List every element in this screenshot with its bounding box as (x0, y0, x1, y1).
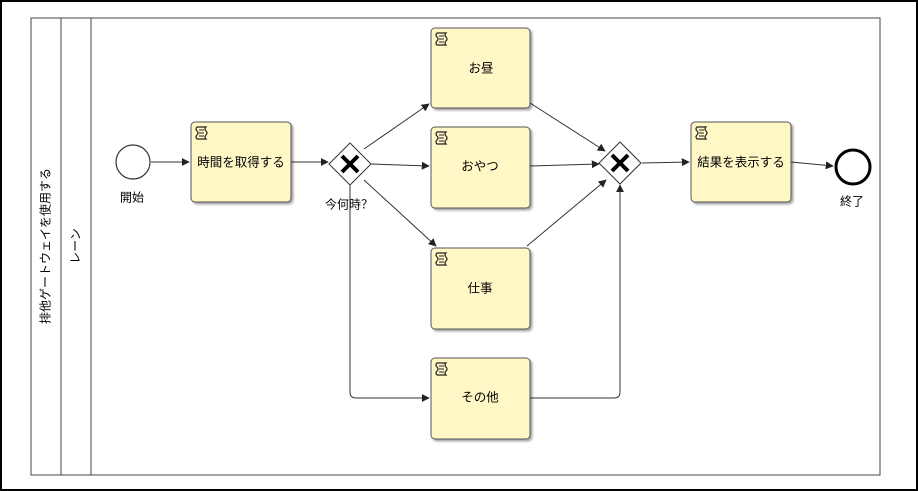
lane[interactable]: レーン (60, 17, 881, 476)
task-label: 結果を表示する (697, 155, 785, 170)
end-event-circle (834, 148, 872, 186)
task-snack[interactable]: おやつ (430, 126, 531, 209)
task-lunch[interactable]: お昼 (430, 27, 531, 109)
pool-label: 排他ゲートウェイを使用する (38, 168, 53, 324)
exclusive-x-icon (340, 154, 360, 174)
task-box (430, 126, 531, 209)
start-event-circle (115, 144, 151, 180)
lane-border (60, 17, 881, 476)
task-label: お昼 (468, 61, 493, 76)
task-box (430, 247, 531, 330)
task-label: 仕事 (467, 281, 492, 296)
task-label: おやつ (461, 159, 499, 174)
flow-split-to-other[interactable] (349, 185, 430, 402)
gateway-label: 今何時？ (325, 197, 373, 212)
split-gateway[interactable]: 今何時？ (325, 142, 373, 212)
task-other[interactable]: その他 (430, 357, 531, 440)
task-box (190, 121, 292, 203)
start-event-label: 開始 (120, 191, 144, 205)
flow-snack-to-join[interactable] (529, 160, 600, 169)
task-box (690, 121, 792, 203)
flow-split-to-snack[interactable] (370, 161, 430, 170)
flow-join-to-show-result[interactable] (641, 158, 690, 167)
task-label: 時間を取得する (197, 155, 285, 170)
task-label: その他 (461, 390, 499, 405)
task-show-result[interactable]: 結果を表示する (690, 121, 792, 203)
flow-lunch-to-join[interactable] (529, 102, 606, 152)
flow-show-result-to-end[interactable] (790, 161, 834, 170)
flow-work-to-join[interactable] (526, 179, 607, 247)
end-event-label: 終了 (840, 194, 864, 209)
flow-split-to-work[interactable] (363, 179, 437, 247)
lane-label: レーン (69, 228, 83, 263)
task-box (430, 357, 531, 440)
exclusive-x-icon (610, 153, 630, 173)
start-event[interactable]: 開始 (115, 144, 151, 205)
join-gateway[interactable] (598, 141, 642, 185)
task-get-time[interactable]: 時間を取得する (190, 121, 292, 203)
task-work[interactable]: 仕事 (430, 247, 531, 330)
flow-other-to-join[interactable] (530, 184, 624, 399)
flow-split-to-lunch[interactable] (363, 103, 430, 150)
sequence-flows (151, 102, 834, 402)
end-event[interactable]: 終了 (834, 148, 872, 209)
task-box (430, 27, 531, 109)
